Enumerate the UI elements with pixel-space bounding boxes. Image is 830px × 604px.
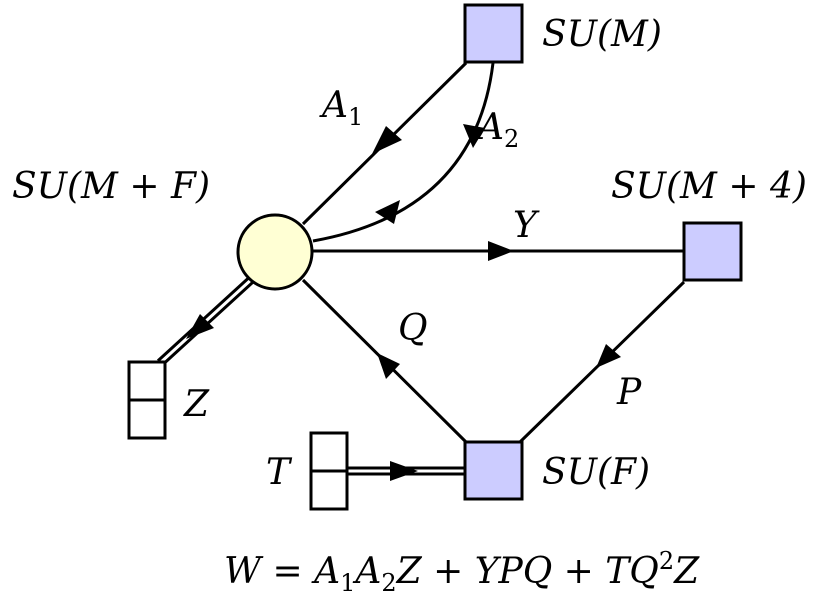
superpotential: W = A1A2Z + YPQ + TQ2Z [224, 547, 700, 597]
node-su-m-plus-4 [682, 221, 743, 282]
arrow-a2-upper [463, 124, 485, 148]
node-su-m-plus-f [236, 213, 314, 291]
arrow-z [186, 314, 214, 339]
arrow-a2-lower [375, 200, 400, 224]
label-a1: A1 [319, 85, 363, 131]
tensor-t-top [309, 431, 349, 473]
label-su-m-plus-4: SU(M + 4) [611, 166, 807, 207]
tensor-t-bottom [309, 469, 349, 511]
label-p: P [616, 372, 642, 413]
label-su-f: SU(F) [542, 452, 650, 493]
tensor-z-top [127, 360, 167, 402]
edge-a2 [312, 62, 495, 243]
label-su-m: SU(M) [542, 14, 662, 55]
node-su-f [463, 440, 524, 501]
node-su-m [463, 3, 524, 64]
arrow-q [377, 353, 400, 379]
label-t: T [266, 452, 293, 493]
label-q: Q [398, 308, 428, 349]
tensor-z-bottom [127, 398, 167, 440]
arrow-t [390, 461, 418, 481]
arrow-y [488, 241, 514, 261]
label-su-m-plus-f: SU(M + F) [12, 166, 210, 207]
label-y: Y [513, 205, 540, 246]
arrow-a1 [372, 126, 402, 154]
label-a2: A2 [475, 107, 519, 153]
arrow-p [596, 344, 621, 368]
label-z: Z [183, 384, 210, 425]
